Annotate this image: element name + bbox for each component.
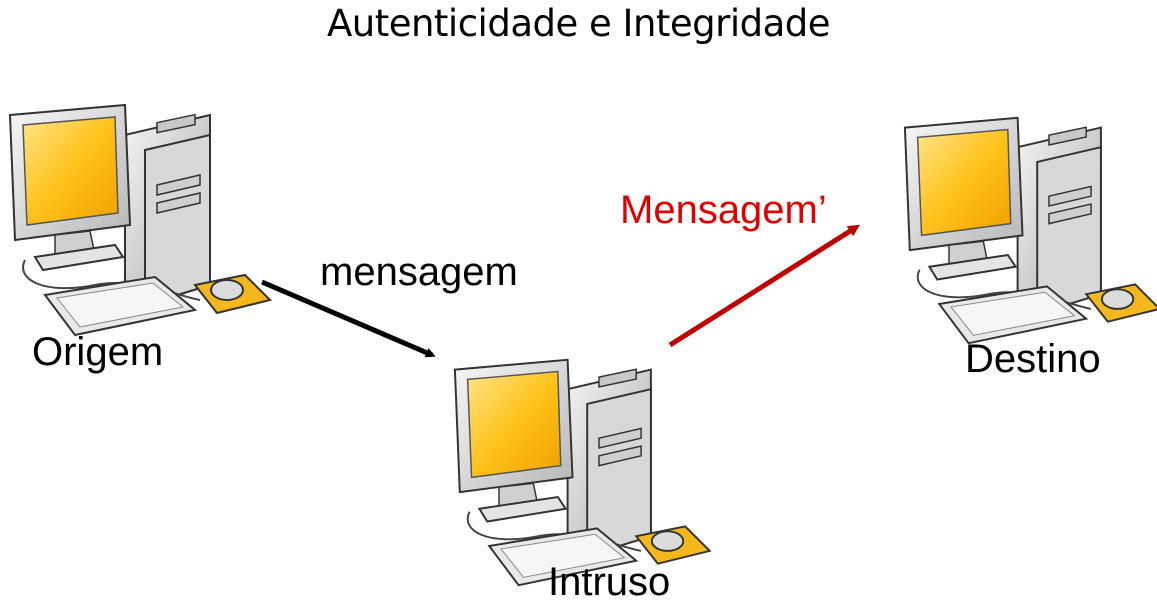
origem-computer-icon — [9, 104, 271, 336]
destino-computer-icon — [903, 116, 1157, 345]
original-message-label: mensagem — [320, 250, 518, 294]
page-title: Autenticidade e Integridade — [326, 2, 831, 45]
original-message-arrow — [261, 279, 436, 358]
intruso-label: Intruso — [548, 560, 671, 604]
destino-label: Destino — [965, 337, 1101, 381]
altered-message-label: Mensagem’ — [620, 188, 827, 232]
altered-message-arrow — [668, 224, 861, 348]
intruso-computer-icon — [453, 358, 711, 587]
origem-label: Origem — [32, 330, 164, 374]
